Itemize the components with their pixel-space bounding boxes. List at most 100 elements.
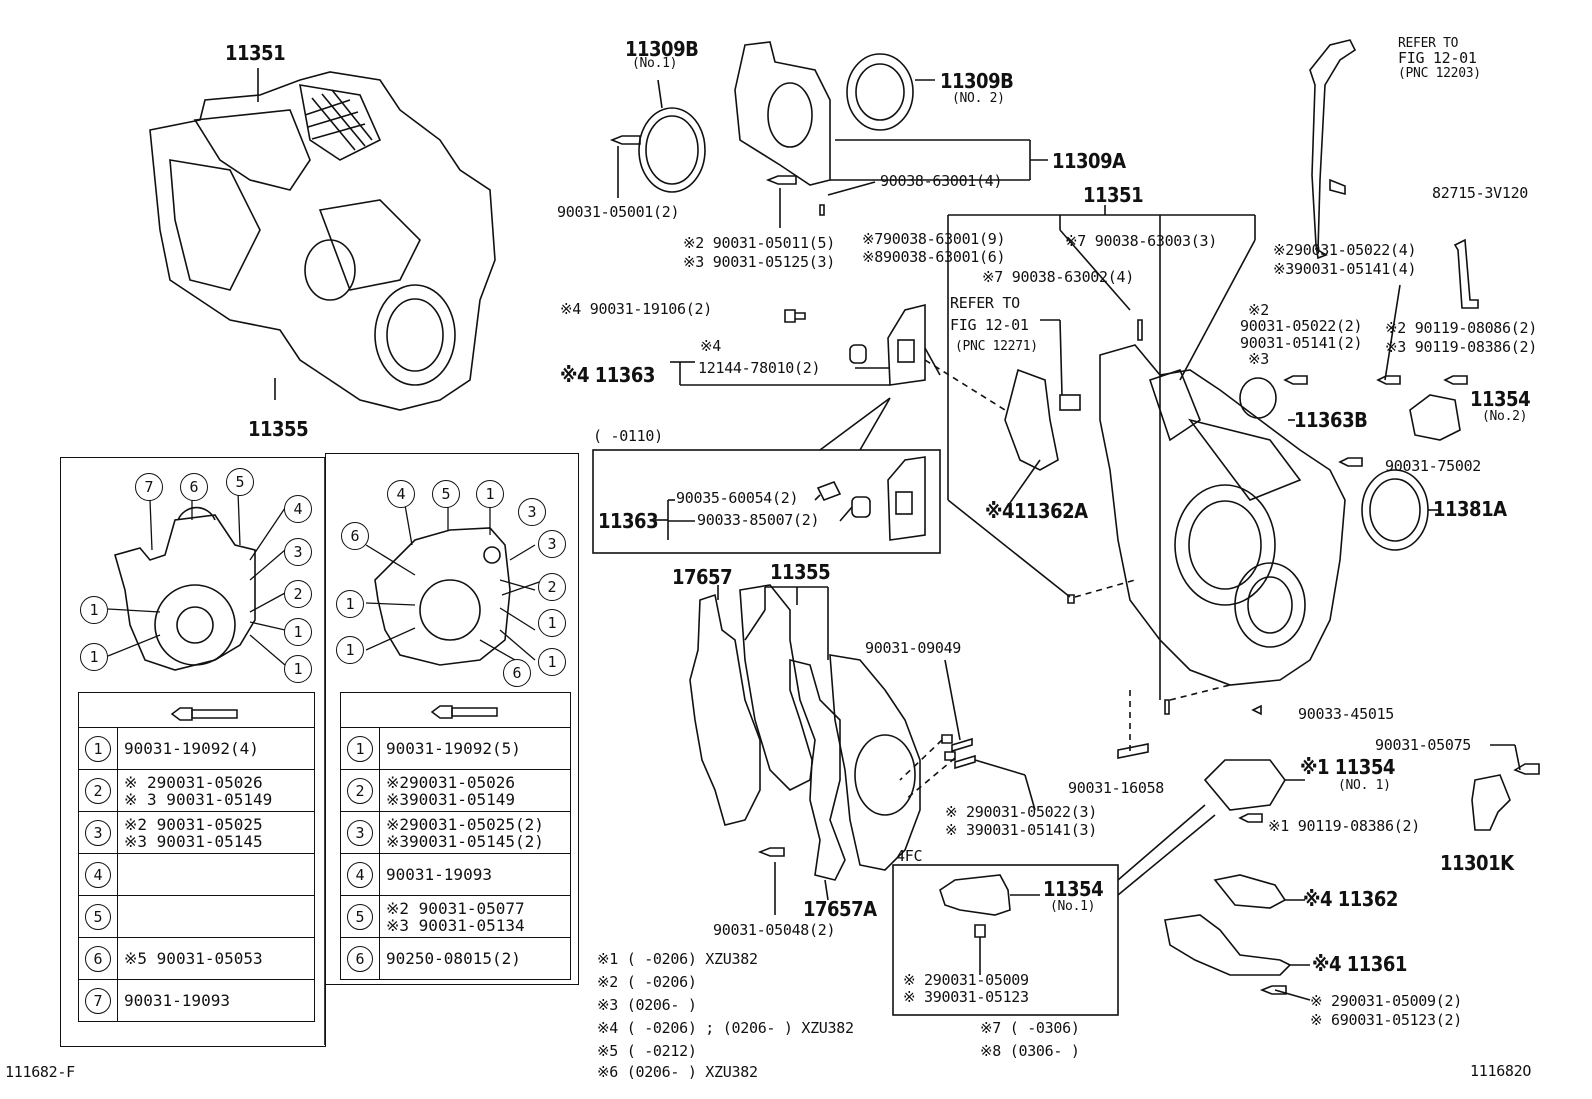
callout-5: 5: [226, 468, 254, 496]
footnote-2: ※2 ( -0206): [597, 973, 697, 991]
part-label-90031-05141-3[interactable]: ※ 390031-05141(3): [945, 821, 1097, 839]
part-label-12144-78010[interactable]: 12144-78010(2): [698, 359, 821, 377]
bracket-drawing: [887, 303, 941, 386]
part-label-11381A[interactable]: 11381A: [1433, 497, 1507, 521]
part-label-82715-3V120[interactable]: 82715-3V120: [1432, 184, 1529, 202]
part-label-11355-gasket[interactable]: 11355: [770, 560, 831, 584]
table-row[interactable]: 5※2 90031-05077※3 90031-05134: [340, 895, 571, 938]
part-label-90119-08386[interactable]: ※3 90119-08386(2): [1385, 338, 1537, 356]
part-label-90031-19106[interactable]: ※4 90031-19106(2): [560, 300, 712, 318]
refer-fig-12-01-a-line2[interactable]: FIG 12-01: [1398, 49, 1477, 67]
part-label-11355[interactable]: 11355: [248, 417, 309, 441]
table-row[interactable]: 3※2 90031-05025※3 90031-05145: [78, 811, 315, 854]
bolt-header: [78, 692, 315, 728]
part-label-90031-05022-3[interactable]: ※ 290031-05022(3): [945, 803, 1097, 821]
part-label-11354-no1[interactable]: ※1 11354: [1300, 755, 1395, 779]
refer-fig-12-01-a-line1[interactable]: REFER TO: [1398, 36, 1459, 51]
part-label-11363[interactable]: ※4 11363: [560, 363, 655, 387]
part-label-90031-16058[interactable]: 90031-16058: [1068, 779, 1165, 797]
callout-4: 4: [284, 495, 312, 523]
diagram-id-right: 111682O: [1470, 1062, 1532, 1080]
part-label-90038-63001-9[interactable]: ※790038-63001(9): [862, 230, 1006, 248]
part-label-90031-05009[interactable]: ※ 290031-05009: [903, 971, 1029, 989]
callout-6: 6: [503, 659, 531, 687]
part-sub-no1: (NO. 1): [1338, 778, 1391, 793]
part-label-11361[interactable]: ※4 11361: [1312, 952, 1407, 976]
table-row[interactable]: 4: [78, 853, 315, 896]
bolt-header: [340, 692, 571, 728]
part-label-17657[interactable]: 17657: [672, 565, 733, 589]
part-label-11309B-no1[interactable]: 11309B: [625, 37, 699, 61]
part-label-11309A[interactable]: 11309A: [1052, 149, 1126, 173]
callout-6: 6: [180, 473, 208, 501]
footnote-5: ※5 ( -0212): [597, 1042, 697, 1060]
part-label-90038-63003[interactable]: ※7 90038-63003(3): [1065, 232, 1217, 250]
footnote-8: ※8 (0306- ): [980, 1042, 1080, 1060]
part-label-90031-05001[interactable]: 90031-05001(2): [557, 203, 680, 221]
part-label-90031-05011[interactable]: ※2 90031-05011(5): [683, 234, 835, 252]
main-case-drawing: [947, 39, 1479, 700]
table-row[interactable]: 2※290031-05026※390031-05149: [340, 769, 571, 812]
callout-6: 6: [341, 522, 369, 550]
table-row[interactable]: 5: [78, 895, 315, 938]
part-label-90031-05141-2[interactable]: 90031-05141(2): [1240, 334, 1363, 352]
table-row[interactable]: 2※ 290031-05026※ 3 90031-05149: [78, 769, 315, 812]
callout-2: 2: [538, 573, 566, 601]
callout-2: 2: [284, 580, 312, 608]
part-label-11363-set[interactable]: 11363: [598, 509, 659, 533]
part-label-90033-45015[interactable]: 90033-45015: [1298, 705, 1395, 723]
part-label-90031-05022-4[interactable]: ※290031-05022(4): [1273, 241, 1417, 259]
part-label-17657A[interactable]: 17657A: [803, 897, 877, 921]
callout-3: 3: [284, 538, 312, 566]
part-label-90031-05009-2[interactable]: ※ 290031-05009(2): [1310, 992, 1462, 1010]
callout-1: 1: [336, 636, 364, 664]
right-cover-drawing: [374, 527, 511, 666]
part-label-90038-63001-4[interactable]: 90038-63001(4): [880, 172, 1003, 190]
callout-1: 1: [538, 609, 566, 637]
part-label-90031-75002[interactable]: 90031-75002: [1385, 457, 1482, 475]
part-label-90119-08086[interactable]: ※2 90119-08086(2): [1385, 319, 1537, 337]
gaskets-drawing: [689, 584, 1036, 915]
part-label-90031-05123[interactable]: ※ 390031-05123: [903, 988, 1029, 1006]
part-label-90031-05125[interactable]: ※3 90031-05125(3): [683, 253, 835, 271]
part-label-90038-63001-6[interactable]: ※890038-63001(6): [862, 248, 1006, 266]
part-label-11362[interactable]: ※4 11362: [1303, 887, 1398, 911]
part-label-11363B[interactable]: 11363B: [1294, 408, 1368, 432]
refer-fig-12-01-b-line2[interactable]: FIG 12-01: [950, 316, 1029, 334]
part-label-90031-05075[interactable]: 90031-05075: [1375, 736, 1472, 754]
note-marker-4: ※4: [700, 337, 721, 355]
part-label-90031-05141-4[interactable]: ※390031-05141(4): [1273, 260, 1417, 278]
part-label-90119-08386-2[interactable]: ※1 90119-08386(2): [1268, 817, 1420, 835]
part-sub-no2: (No.2): [1482, 409, 1528, 424]
footnote-4: ※4 ( -0206) ; (0206- ) XZU382: [597, 1019, 854, 1037]
part-label-11354-4fc[interactable]: 11354: [1043, 877, 1104, 901]
table-row[interactable]: 3※290031-05025(2)※390031-05145(2): [340, 811, 571, 854]
part-label-90033-85007[interactable]: 90033-85007(2): [697, 511, 820, 529]
part-label-11351-case[interactable]: 11351: [1083, 183, 1144, 207]
refer-fig-12-01-b-line1[interactable]: REFER TO: [950, 294, 1020, 312]
part-label-90038-63002[interactable]: ※7 90038-63002(4): [982, 268, 1134, 286]
part-label-11351[interactable]: 11351: [225, 41, 286, 65]
footnote-3: ※3 (0206- ): [597, 996, 697, 1014]
callout-3: 3: [518, 498, 546, 526]
part-label-11362A[interactable]: ※411362A: [985, 499, 1088, 523]
part-label-11301K[interactable]: 11301K: [1440, 851, 1514, 875]
part-sub-no1: (No.1): [632, 56, 678, 71]
part-label-11309B-no2[interactable]: 11309B: [940, 69, 1014, 93]
table-row[interactable]: 6※5 90031-05053: [78, 937, 315, 980]
part-label-90035-60054[interactable]: 90035-60054(2): [676, 489, 799, 507]
part-sub-no1: (No.1): [1050, 899, 1096, 914]
part-label-90031-05123-2[interactable]: ※ 690031-05123(2): [1310, 1011, 1462, 1029]
part-label-90031-05048[interactable]: 90031-05048(2): [713, 921, 836, 939]
footnote-7: ※7 ( -0306): [980, 1019, 1080, 1037]
footnote-1: ※1 ( -0206) XZU382: [597, 950, 758, 968]
part-label-90031-09049[interactable]: 90031-09049: [865, 639, 962, 657]
part-label-11354-no2[interactable]: 11354: [1470, 387, 1531, 411]
part-label-90031-05022-2[interactable]: 90031-05022(2): [1240, 317, 1363, 335]
